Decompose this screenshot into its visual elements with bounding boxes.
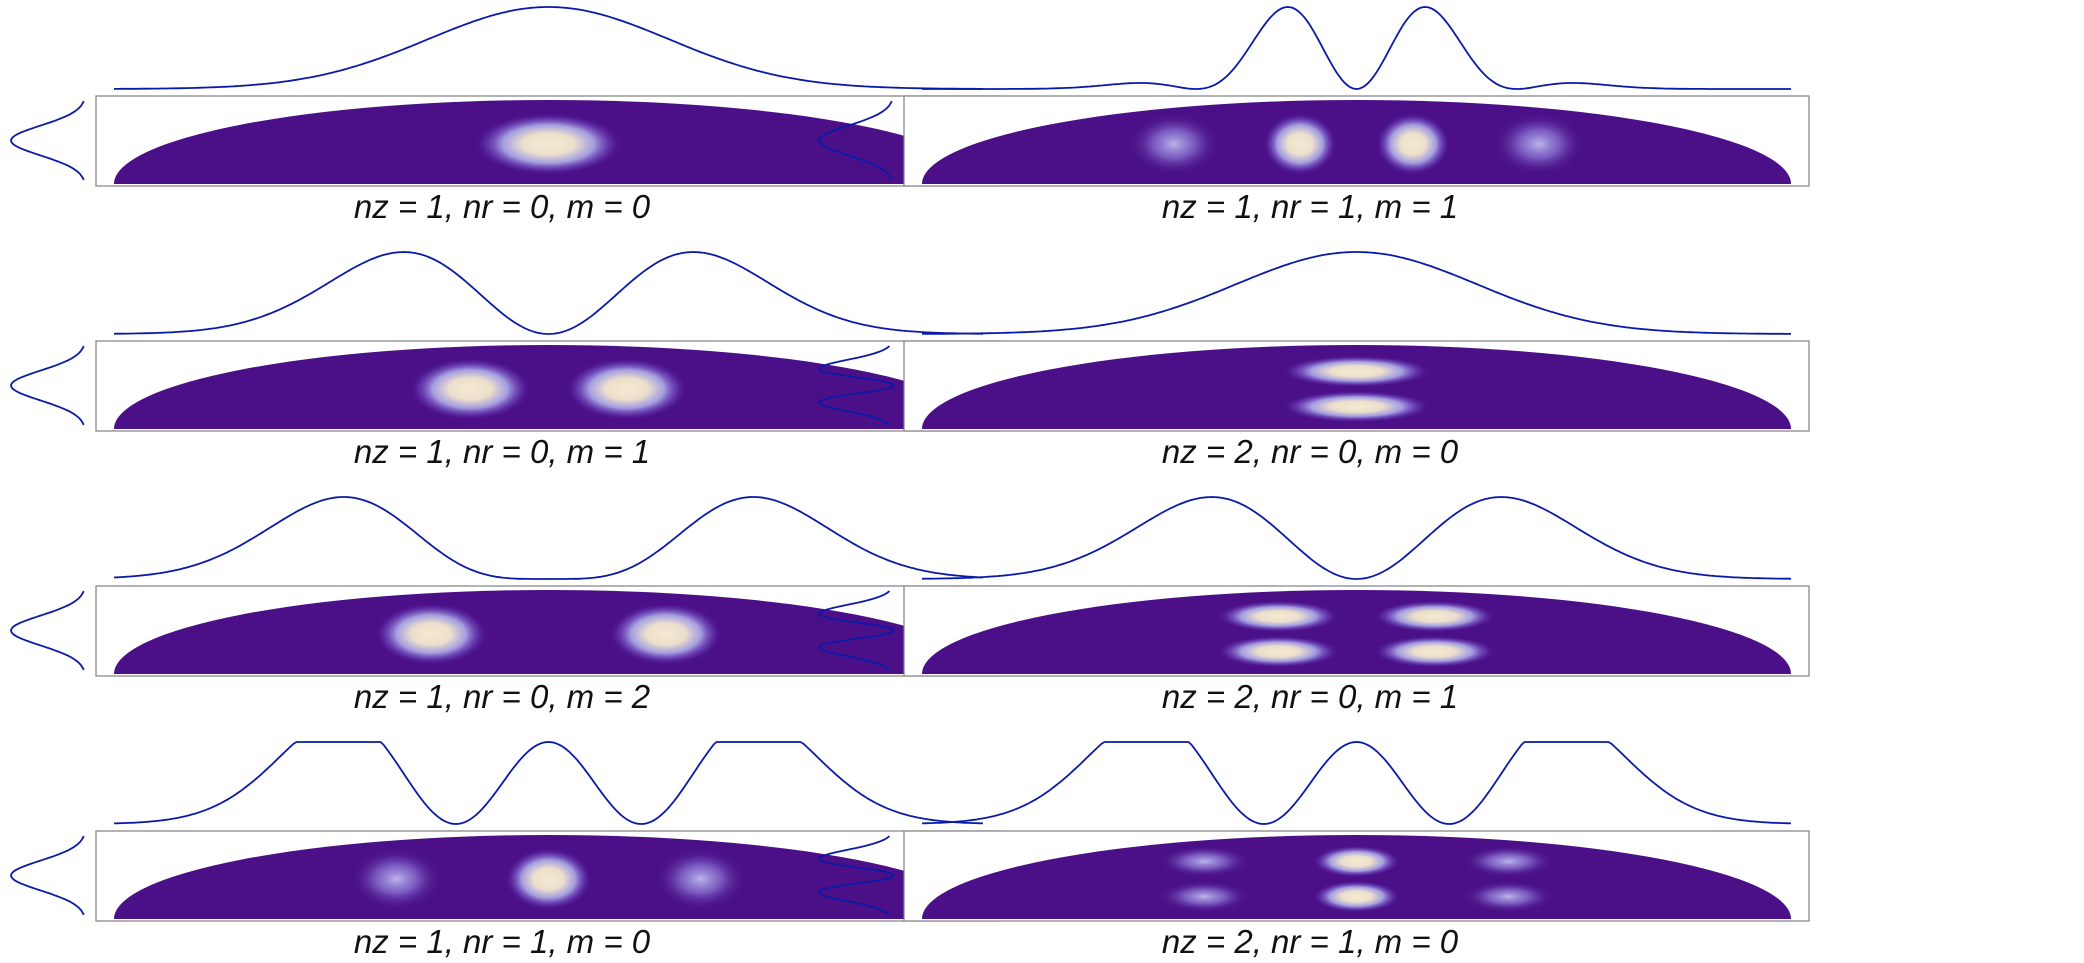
axial-profile-curve [921, 496, 1792, 580]
mode-panel: nz = 2, nr = 1, m = 0 [818, 741, 1810, 960]
density-lobe [1282, 355, 1431, 388]
radial-profile-curve [818, 100, 893, 181]
mode-panel: nz = 1, nr = 1, m = 0 [10, 741, 1002, 960]
panel-caption: nz = 1, nr = 0, m = 2 [354, 678, 650, 715]
axial-profile-curve [922, 251, 1791, 335]
radial-profile-curve [818, 345, 896, 426]
mode-panel: nz = 1, nr = 1, m = 1 [818, 6, 1810, 225]
panel-caption: nz = 2, nr = 0, m = 1 [1162, 678, 1458, 715]
radial-profile-curve [10, 345, 85, 426]
panel-caption: nz = 1, nr = 0, m = 1 [354, 433, 650, 470]
density-lobe [1313, 845, 1400, 878]
mode-panel: nz = 1, nr = 0, m = 1 [10, 251, 1002, 470]
axial-profile-curve [113, 251, 984, 335]
panel-caption: nz = 2, nr = 0, m = 0 [1162, 433, 1459, 470]
density-lobe [1462, 880, 1555, 913]
radial-profile-curve [10, 590, 85, 671]
radial-profile-curve [818, 590, 896, 671]
axial-profile-curve [114, 6, 983, 90]
panel-caption: nz = 1, nr = 1, m = 1 [1162, 188, 1458, 225]
density-lobe [1376, 113, 1450, 175]
density-cloud [114, 345, 983, 429]
density-lobe [350, 848, 443, 910]
radial-profile-curve [10, 835, 85, 916]
density-lobe [1282, 390, 1431, 423]
mode-panel: nz = 1, nr = 0, m = 0 [10, 6, 1002, 225]
axial-profile-curve [921, 741, 1792, 825]
density-lobe [505, 848, 592, 910]
radial-profile-curve [818, 835, 896, 916]
density-lobe [609, 603, 723, 665]
density-cloud [114, 590, 983, 674]
density-lobe [565, 358, 688, 420]
density-lobe [654, 848, 747, 910]
density-lobe [1373, 600, 1496, 633]
density-lobe [1217, 635, 1340, 668]
density-lobe [474, 113, 623, 175]
mode-panel: nz = 2, nr = 0, m = 0 [818, 251, 1810, 470]
density-lobe [1158, 880, 1251, 913]
density-lobe [1493, 113, 1585, 175]
density-lobe [1158, 845, 1251, 878]
density-lobe [374, 603, 488, 665]
radial-profile-curve [10, 100, 85, 181]
axial-profile-curve [922, 6, 1791, 90]
density-lobe [1263, 113, 1337, 175]
density-lobe [1217, 600, 1340, 633]
density-lobe [1128, 113, 1220, 175]
density-lobe [1313, 880, 1400, 913]
density-cloud [922, 590, 1791, 674]
density-lobe [1373, 635, 1496, 668]
axial-profile-curve [113, 496, 984, 580]
panel-caption: nz = 1, nr = 1, m = 0 [354, 923, 651, 960]
density-lobe [1462, 845, 1555, 878]
panel-caption: nz = 2, nr = 1, m = 0 [1162, 923, 1459, 960]
mode-panel: nz = 2, nr = 0, m = 1 [818, 496, 1810, 715]
axial-profile-curve [113, 741, 984, 825]
panel-caption: nz = 1, nr = 0, m = 0 [354, 188, 651, 225]
density-lobe [409, 358, 532, 420]
mode-panel: nz = 1, nr = 0, m = 2 [10, 496, 1002, 715]
